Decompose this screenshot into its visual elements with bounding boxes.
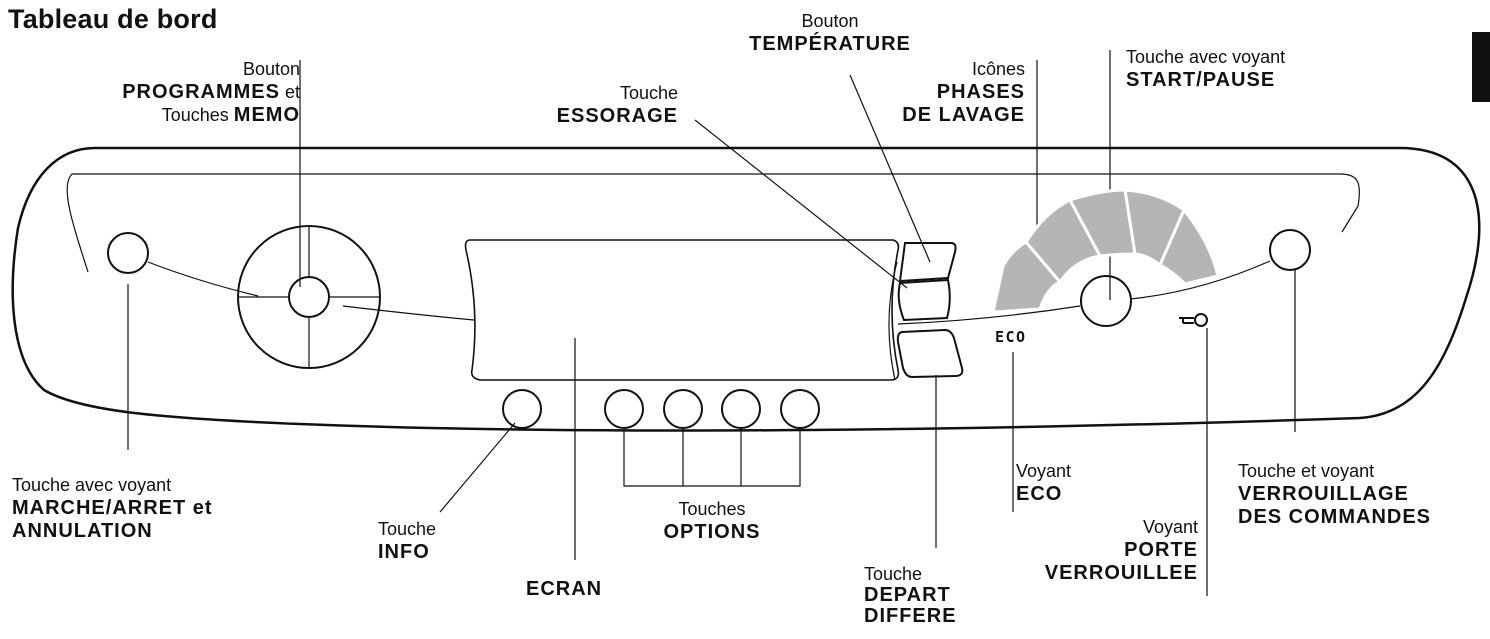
label-eco: Voyant ECO [1016,461,1072,505]
label-porte-verrouillee: Voyant PORTE VERROUILLEE [1044,517,1198,584]
page-title: Tableau de bord [8,4,218,34]
language-tab-marker [1472,32,1490,102]
depart-differe-button [896,328,964,379]
eco-icon: ECO [995,328,1027,346]
temperature-button [898,242,957,283]
label-ecran: ECRAN [526,578,603,600]
info-button [502,389,542,429]
start-pause-button [1080,275,1132,327]
door-lock-key-icon [1179,313,1208,327]
label-info: Touche INFO [378,519,437,563]
phases-de-lavage-arc [991,188,1220,314]
label-marche-arret: Touche avec voyant MARCHE/ARRET et ANNUL… [12,475,213,542]
marche-arret-button [107,232,149,274]
programmes-center-button [288,276,330,318]
label-phases: Icônes PHASES DE LAVAGE [902,59,1025,126]
panel-inner-curve [66,173,1361,273]
panel-outline [11,146,1481,432]
label-programmes: Bouton PROGRAMMES et Touches MEMO [122,59,300,126]
ecran-screen [464,239,900,381]
option-button-1 [604,389,644,429]
label-start-pause: Touche avec voyant START/PAUSE [1126,47,1286,91]
label-essorage: Touche ESSORAGE [556,83,678,127]
option-button-4 [780,389,820,429]
label-temperature: Bouton TEMPÉRATURE [749,11,911,55]
panel-midline [147,261,259,297]
label-verrouillage: Touche et voyant VERROUILLAGE DES COMMAN… [1238,461,1432,528]
essorage-button [897,278,951,322]
phase-segment-5 [1158,207,1220,286]
verrouillage-button [1269,229,1311,271]
option-button-3 [721,389,761,429]
label-depart-differe: Touche DEPART DIFFERE [864,564,957,627]
label-options: Touches OPTIONS [663,499,761,543]
option-button-2 [663,389,703,429]
